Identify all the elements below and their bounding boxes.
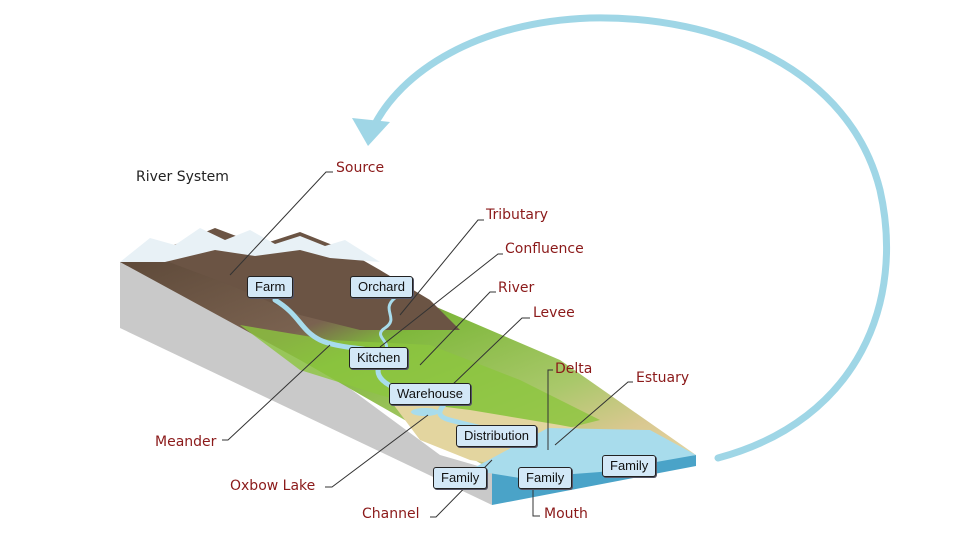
- label-delta: Delta: [555, 361, 592, 377]
- box-kitchen: Kitchen: [349, 347, 409, 369]
- oxbow-lake-leader: [325, 414, 429, 488]
- grass-plain: [240, 325, 600, 430]
- label-confluence: Confluence: [505, 241, 584, 257]
- estuary-leader: [554, 381, 633, 446]
- tributary-leader: [399, 219, 484, 316]
- label-levee: Levee: [533, 305, 575, 321]
- box-orchard: Orchard: [350, 276, 413, 298]
- label-river: River: [498, 280, 535, 296]
- box-family-middle: Family: [518, 467, 573, 489]
- box-family-right: Family: [602, 455, 657, 477]
- oxbow-lake-shape: [411, 408, 439, 416]
- box-warehouse: Warehouse: [389, 383, 471, 405]
- label-meander: Meander: [155, 434, 217, 450]
- label-channel: Channel: [362, 506, 419, 522]
- delta-leader: [547, 369, 553, 450]
- box-distribution: Distribution: [456, 425, 538, 447]
- cycle-arrow-head: [352, 118, 390, 146]
- river-leader: [419, 291, 496, 366]
- diagram-title: River System: [136, 169, 229, 185]
- meander-leader: [222, 344, 331, 441]
- label-source: Source: [336, 160, 384, 176]
- mountain-snow: [120, 228, 380, 262]
- terrain-side-face: [120, 262, 492, 505]
- mountain-rock: [150, 228, 460, 330]
- confluence-leader: [379, 253, 503, 348]
- label-estuary: Estuary: [636, 370, 689, 386]
- label-mouth: Mouth: [544, 506, 588, 522]
- levee-leader: [449, 317, 530, 388]
- source-leader: [229, 171, 333, 276]
- label-oxbow-lake: Oxbow Lake: [230, 478, 315, 494]
- label-tributary: Tributary: [485, 207, 548, 223]
- cycle-arrow: [368, 14, 890, 462]
- box-farm: Farm: [247, 276, 294, 298]
- box-family-left: Family: [433, 467, 488, 489]
- tributary-path: [379, 296, 397, 351]
